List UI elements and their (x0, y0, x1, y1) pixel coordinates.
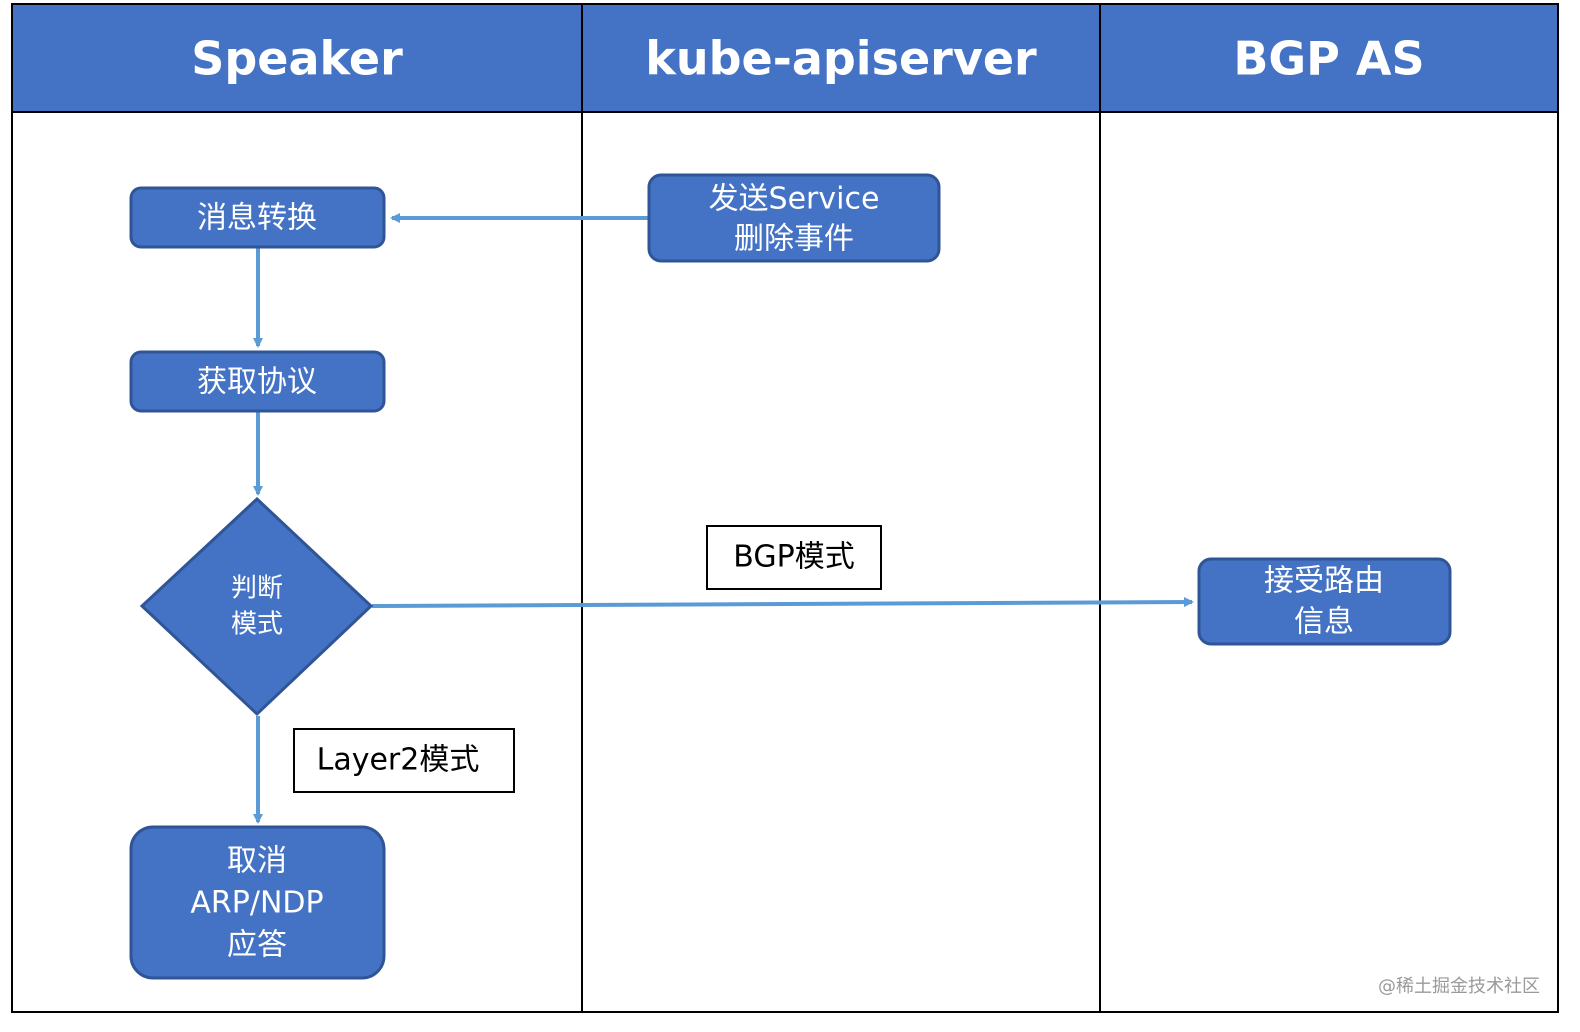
node-judge-mode-line1: 判断 (231, 574, 283, 604)
node-accept-route-line1: 接受路由 (1264, 564, 1384, 599)
node-send-event-line2: 删除事件 (734, 222, 854, 257)
node-judge-mode (139, 496, 374, 717)
edge-label-layer2-mode-box (293, 728, 515, 793)
lane-header-speaker: Speaker (191, 32, 403, 86)
node-get-protocol (129, 350, 386, 413)
node-get-protocol-label: 获取协议 (197, 365, 317, 400)
node-cancel-line1: 取消 (227, 844, 287, 879)
lane-header-bgp-as: BGP AS (1233, 32, 1424, 86)
watermark: @稀土掘金技术社区 (1378, 976, 1540, 997)
lane-header-bgp-bg (1099, 3, 1559, 113)
edge-label-bgp-mode: BGP模式 (733, 540, 854, 575)
edge-judge-to-accept-route (371, 597, 1194, 608)
node-cancel-arp-ndp-reply (129, 825, 386, 980)
edge-label-bgp-mode-box (706, 525, 882, 590)
node-accept-route-info (1197, 557, 1452, 646)
node-cancel-line3: 应答 (227, 928, 287, 963)
node-judge-mode-line2: 模式 (231, 610, 283, 640)
node-message-convert (129, 186, 386, 249)
node-cancel-line2: ARP/NDP (190, 886, 323, 921)
lane-header-apiserver-bg (581, 3, 1101, 113)
lane-header-kube-apiserver: kube-apiserver (645, 32, 1037, 86)
edge-label-layer2-mode: Layer2模式 (317, 743, 480, 778)
node-send-event-line1: 发送Service (709, 182, 880, 217)
node-accept-route-line2: 信息 (1294, 605, 1354, 640)
lane-header-speaker-bg (11, 3, 583, 113)
node-send-service-delete-event (647, 173, 941, 263)
node-message-convert-label: 消息转换 (197, 201, 317, 236)
